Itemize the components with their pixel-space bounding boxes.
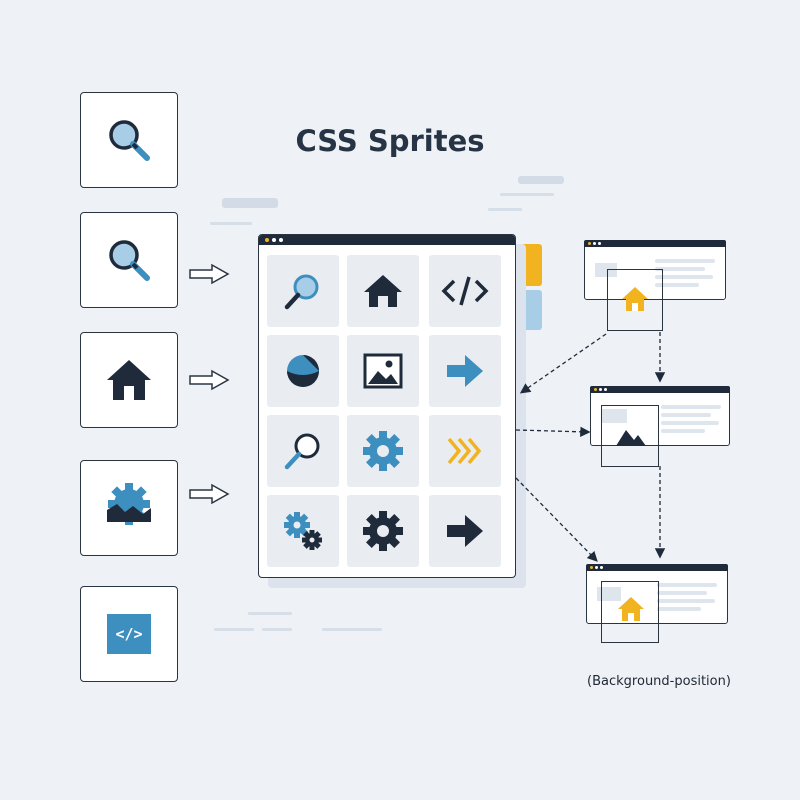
- decorative-dash: [248, 612, 292, 615]
- chevrons-icon: [447, 437, 482, 465]
- source-icon-box: [80, 460, 178, 556]
- decorative-dash: [262, 628, 292, 631]
- magnifier-icon: [109, 120, 150, 161]
- code-glyph: </>: [115, 625, 143, 643]
- arrow-right-icon: [447, 355, 483, 387]
- home-icon: [364, 275, 402, 307]
- sprite-cell: [267, 255, 339, 327]
- sprite-cell: [347, 335, 419, 407]
- decorative-dash: [222, 198, 278, 208]
- hollow-arrow-icon: [189, 483, 230, 505]
- image-icon: [363, 353, 403, 389]
- sprite-cell: [429, 255, 501, 327]
- gear-icon: [363, 511, 403, 551]
- sprite-cell: [347, 495, 419, 567]
- source-icon-box: [80, 212, 178, 308]
- gears-icon: [284, 512, 322, 550]
- source-icon-box: [80, 332, 178, 428]
- decorative-dash: [500, 193, 554, 196]
- gear-image-icon: [107, 483, 151, 525]
- sprite-cell: [429, 415, 501, 487]
- arrow-right-icon: [447, 515, 483, 547]
- diagram-title: CSS Sprites: [295, 124, 485, 158]
- magnifier-icon: [109, 240, 150, 281]
- sprite-viewport-frame: [601, 405, 659, 467]
- sheet-tab-blue: [516, 290, 542, 330]
- sprite-cell: [267, 335, 339, 407]
- home-icon: [618, 597, 644, 621]
- code-icon: [441, 276, 489, 306]
- magnifier-icon: [284, 433, 320, 470]
- output-window: [586, 564, 728, 643]
- sprite-cell: [267, 415, 339, 487]
- sprite-cell: [347, 415, 419, 487]
- image-icon: [616, 430, 646, 446]
- home-icon: [107, 360, 151, 400]
- code-icon: </>: [107, 614, 151, 654]
- dashed-arrow: [515, 426, 591, 437]
- sprite-cell: [429, 495, 501, 567]
- sprite-viewport-frame: [607, 269, 663, 331]
- decorative-dash: [210, 222, 252, 225]
- gear-icon: [363, 431, 403, 471]
- dashed-arrow: [519, 333, 607, 394]
- circle-icon: [287, 355, 319, 387]
- sprite-cell: [429, 335, 501, 407]
- hollow-arrow-icon: [189, 369, 230, 391]
- decorative-dash: [488, 208, 522, 211]
- sprite-viewport-frame: [601, 581, 659, 643]
- sheet-tab-yellow: [516, 244, 542, 286]
- sprite-cell: [347, 255, 419, 327]
- decorative-dash: [518, 176, 564, 184]
- output-window: [584, 240, 726, 331]
- source-icon-box: </>: [80, 586, 178, 682]
- sprite-sheet: [258, 234, 516, 578]
- home-icon: [622, 287, 648, 311]
- sprite-sheet-titlebar: [259, 235, 515, 245]
- source-icon-box: [80, 92, 178, 188]
- sprite-cell: [267, 495, 339, 567]
- decorative-dash: [214, 628, 254, 631]
- decorative-dash: [322, 628, 382, 631]
- output-window: [590, 386, 730, 467]
- magnifier-icon: [284, 274, 319, 310]
- dashed-arrow: [515, 477, 598, 562]
- hollow-arrow-icon: [189, 263, 230, 285]
- caption-background-position: (Background-position): [587, 674, 731, 689]
